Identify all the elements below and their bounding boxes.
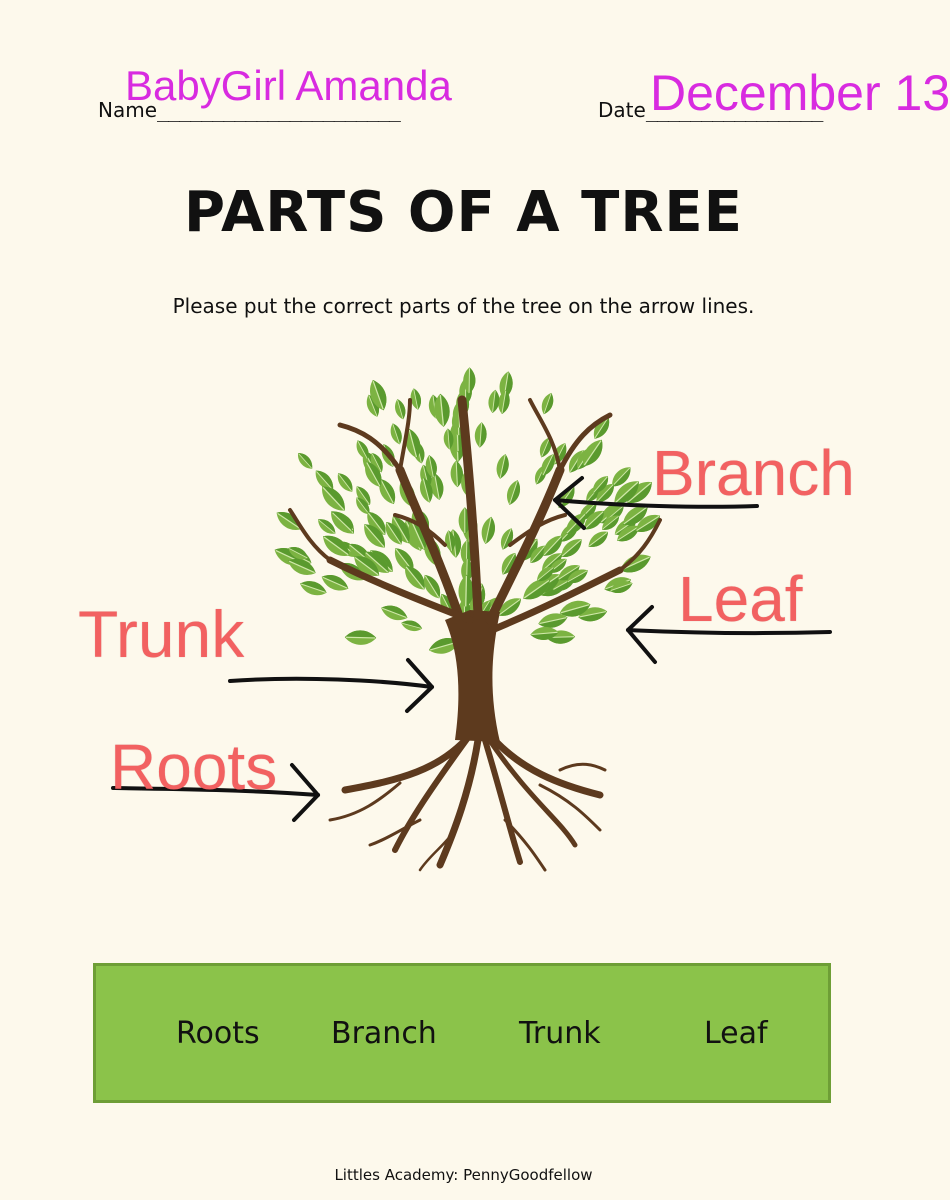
- leaf-icon: [478, 514, 499, 546]
- leaf-icon: [493, 452, 512, 481]
- arrow-leaf: [626, 605, 832, 664]
- tree-roots: [328, 731, 607, 872]
- leaf-icon: [473, 421, 489, 449]
- leaf-icon: [344, 629, 377, 646]
- tree-illustration: [111, 366, 832, 872]
- leaf-icon: [503, 477, 524, 508]
- leaf-icon: [294, 449, 317, 473]
- word-bank-item-branch: Branch: [331, 1016, 437, 1051]
- arrow-branch: [553, 476, 759, 530]
- leaf-icon: [486, 388, 502, 415]
- arrow-roots: [111, 763, 320, 822]
- answer-trunk[interactable]: Trunk: [78, 597, 245, 671]
- name-label: Name: [98, 98, 158, 122]
- leaf-icon: [538, 390, 557, 417]
- leaf-icon: [333, 469, 357, 496]
- instructions: Please put the correct parts of the tree…: [172, 294, 755, 318]
- date-value[interactable]: December 13: [650, 65, 950, 121]
- date-underline: ________________: [645, 98, 824, 122]
- page-title: PARTS OF A TREE: [184, 180, 743, 245]
- leaf-icon: [399, 617, 424, 634]
- name-value[interactable]: BabyGirl Amanda: [125, 62, 452, 109]
- word-bank-item-trunk: Trunk: [519, 1016, 601, 1051]
- answer-roots[interactable]: Roots: [110, 731, 278, 803]
- word-bank-item-leaf: Leaf: [704, 1016, 768, 1051]
- leaf-icon: [392, 397, 409, 422]
- word-bank: Roots Branch Trunk Leaf: [93, 963, 831, 1103]
- name-field: Name______________________: [98, 98, 401, 122]
- answer-branch[interactable]: Branch: [652, 437, 855, 509]
- date-value-clip: December 13: [650, 64, 950, 122]
- leaf-icon: [378, 601, 411, 625]
- date-label: Date: [598, 98, 646, 122]
- tree-branches: [288, 395, 662, 634]
- tree-trunk: [445, 610, 500, 742]
- answer-leaf[interactable]: Leaf: [678, 563, 803, 635]
- date-field: Date________________: [598, 98, 824, 122]
- leaf-icon: [497, 525, 517, 553]
- name-underline: ______________________: [157, 98, 401, 122]
- arrow-trunk: [228, 658, 434, 713]
- footer-credit: Littles Academy: PennyGoodfellow: [334, 1166, 593, 1184]
- word-bank-item-roots: Roots: [176, 1016, 260, 1051]
- leaf-icon: [584, 526, 612, 552]
- leaf-icon: [387, 421, 405, 447]
